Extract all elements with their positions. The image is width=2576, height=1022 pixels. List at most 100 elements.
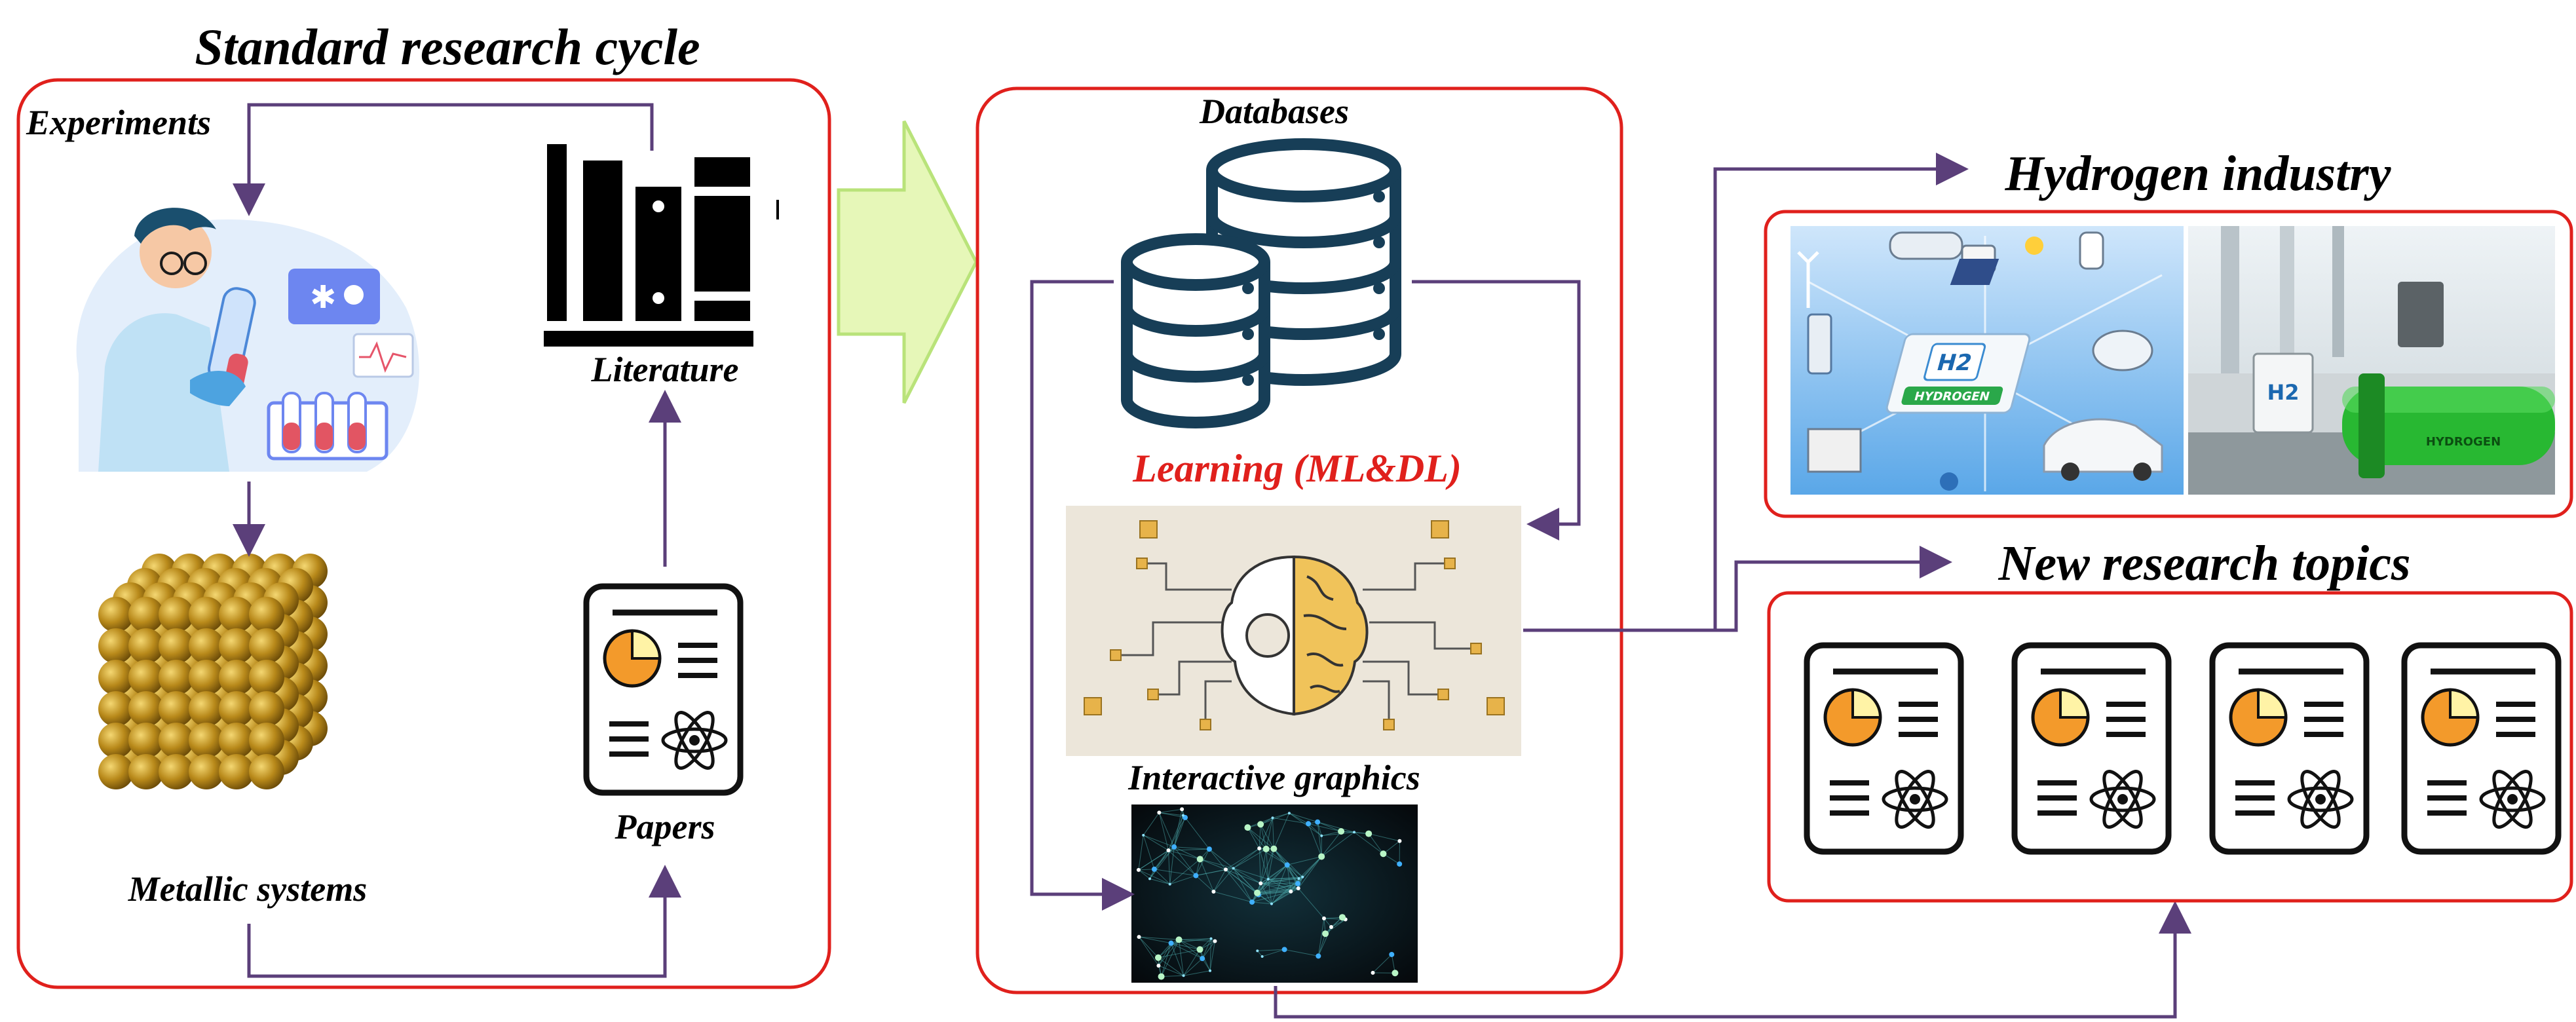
network-edge: [1171, 943, 1200, 950]
network-edge: [1368, 833, 1384, 854]
lattice-atom: [219, 691, 254, 727]
network-node: [1206, 846, 1212, 852]
network-edge: [1209, 938, 1212, 971]
network-edge: [1308, 823, 1322, 837]
network-node: [1329, 925, 1333, 930]
svg-text:✱: ✱: [310, 279, 336, 316]
network-node: [1284, 862, 1290, 868]
network-node: [1338, 828, 1345, 835]
metal-lattice-icon: [98, 554, 328, 789]
network-edge: [1225, 848, 1260, 870]
lattice-atom: [249, 660, 284, 695]
network-edge: [1247, 827, 1267, 850]
bookshelf-icon: [544, 144, 779, 347]
network-edge: [1169, 875, 1196, 885]
network-edge: [1266, 848, 1288, 865]
lattice-atom: [249, 691, 284, 727]
network-edge: [1273, 813, 1290, 849]
network-edge: [1200, 858, 1234, 869]
network-node: [1295, 880, 1301, 886]
hydrogen-industry-box: [1764, 210, 2573, 518]
standard-cycle-title: Standard research cycle: [195, 18, 700, 75]
hydrogen-pipeline-photo: H2 HYDROGEN: [2188, 226, 2555, 495]
network-node: [1353, 831, 1356, 834]
network-edge: [1179, 938, 1211, 940]
network-node: [1289, 889, 1293, 894]
network-edge: [1159, 812, 1183, 816]
network-node: [1365, 830, 1373, 837]
topic-papers: [1804, 642, 2562, 855]
network-edge: [1184, 817, 1210, 850]
network-edge: [1266, 848, 1269, 880]
standard-cycle-box: [16, 78, 831, 989]
network-edge: [1209, 848, 1226, 870]
lattice-atom: [159, 691, 194, 727]
network-node: [1209, 937, 1213, 940]
network-node: [1196, 946, 1203, 953]
network-node: [1371, 970, 1375, 975]
network-edge: [1289, 812, 1318, 823]
network-node: [1266, 877, 1270, 880]
network-node: [1154, 954, 1162, 961]
network-node: [1257, 821, 1264, 828]
network-node: [1256, 949, 1259, 953]
lattice-atom: [249, 723, 284, 758]
network-edge: [1268, 864, 1288, 880]
lattice-atom: [189, 691, 224, 727]
lattice-atom: [98, 754, 134, 789]
metallic-systems-label: Metallic systems: [128, 869, 367, 909]
network-edge: [1200, 858, 1226, 870]
network-edge: [1167, 850, 1171, 884]
network-edge: [1272, 812, 1290, 818]
network-node: [1232, 867, 1235, 870]
network-edge: [1143, 835, 1155, 869]
network-edge: [1143, 812, 1160, 836]
network-node: [1338, 914, 1346, 921]
network-edge: [1161, 975, 1184, 977]
papers-label: Papers: [615, 807, 715, 846]
network-edge: [1289, 812, 1309, 824]
network-edge: [1260, 882, 1298, 889]
network-edge: [1158, 812, 1175, 847]
network-edge: [1179, 939, 1203, 959]
network-node: [1142, 833, 1145, 837]
new-research-topics-box: [1767, 591, 2573, 903]
network-edge: [1183, 949, 1200, 976]
network-node: [1254, 889, 1261, 896]
network-edge: [1173, 846, 1200, 860]
lattice-atom: [98, 628, 134, 664]
network-node: [1180, 807, 1184, 812]
network-edge: [1272, 817, 1309, 824]
network-node: [1389, 951, 1395, 957]
network-node: [1166, 848, 1171, 852]
network-edge: [1268, 879, 1298, 889]
new-research-topics-label: New research topics: [1998, 536, 2410, 591]
network-node: [1262, 845, 1270, 852]
lattice-atom: [128, 597, 164, 632]
svg-text:HYDROGEN: HYDROGEN: [2426, 435, 2501, 449]
topic-paper-icon: [2401, 642, 2562, 855]
network-edge: [1257, 949, 1285, 951]
network-node: [1136, 867, 1141, 872]
network-edge: [1260, 812, 1290, 825]
network-edge: [1233, 848, 1266, 869]
network-node: [1257, 846, 1262, 851]
network-edge: [1321, 831, 1342, 857]
network-edge: [1169, 846, 1175, 884]
network-edge: [1317, 822, 1342, 832]
network-edge: [1139, 936, 1159, 966]
network-edge: [1259, 848, 1261, 884]
network-edge: [1179, 939, 1184, 976]
lattice-atom: [189, 660, 224, 695]
lattice-atom: [249, 628, 284, 664]
topic-paper-icon: [2209, 642, 2370, 855]
network-node: [1306, 821, 1312, 827]
lattice-atom: [159, 754, 194, 789]
network-edge: [1260, 877, 1303, 884]
lattice-atom: [189, 754, 224, 789]
learning-arrows: [1030, 153, 2191, 1019]
network-edge: [1268, 879, 1298, 884]
network-node: [1281, 947, 1287, 953]
network-node: [1380, 850, 1387, 858]
